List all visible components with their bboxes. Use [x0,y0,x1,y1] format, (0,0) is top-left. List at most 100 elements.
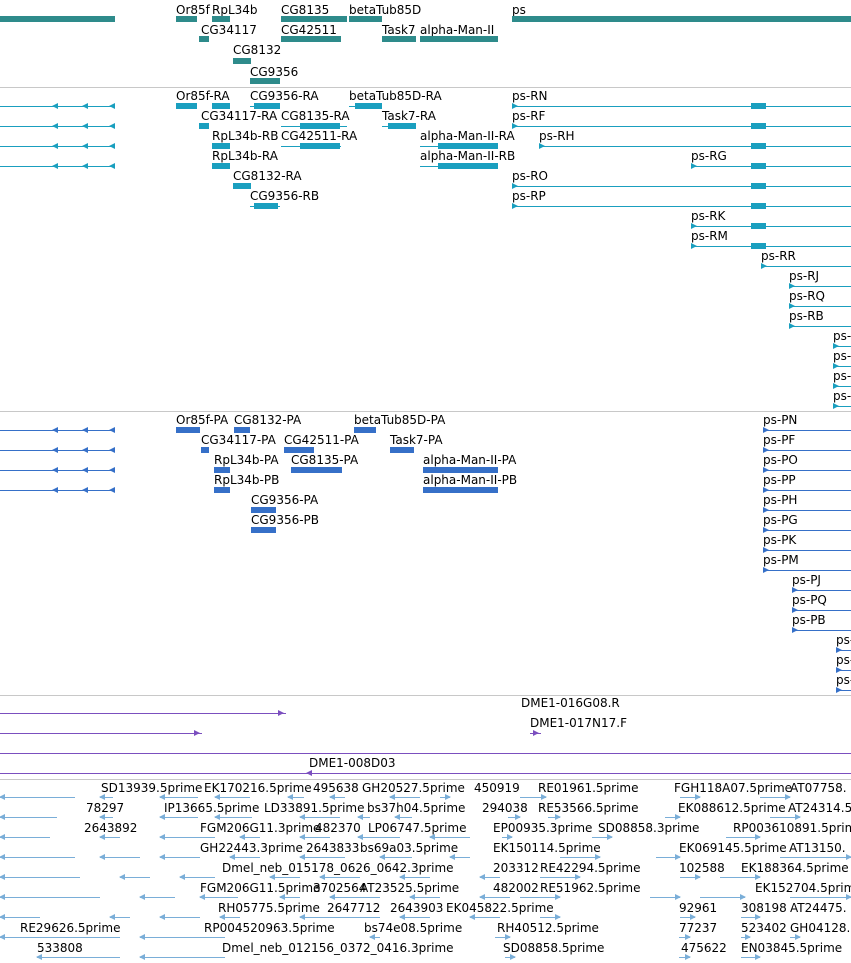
est-line[interactable] [592,837,612,838]
ests-label[interactable]: 482002 [493,881,539,895]
est-line[interactable] [100,817,113,818]
feature-line[interactable] [789,306,851,307]
est-line[interactable] [540,917,560,918]
est-line[interactable] [230,857,260,858]
ests-label[interactable]: RE42294.5prime [540,861,641,875]
feature-line[interactable] [512,106,851,107]
ests-label[interactable]: FGM206G11.3prime [200,821,321,835]
ests-label[interactable]: 482370 [315,821,361,835]
transcripts-label[interactable]: alpha-Man-II-RB [420,149,516,163]
polypeptides-label[interactable]: CG8135-PA [291,453,359,467]
ests-label[interactable]: 203312 [493,861,539,875]
ests-label[interactable]: AT07758. [790,781,847,795]
feature-line[interactable] [792,590,851,591]
est-line[interactable] [270,877,300,878]
est-line[interactable] [330,897,380,898]
transcripts-label[interactable]: CG8132-RA [233,169,302,183]
est-line[interactable] [288,797,304,798]
gene-block[interactable] [0,16,115,22]
gene-block[interactable] [382,36,416,42]
exon-block[interactable] [751,183,766,189]
est-line[interactable] [390,797,420,798]
est-line[interactable] [508,817,520,818]
ests-label[interactable]: SD08858.5prime [503,941,605,955]
ests-label[interactable]: 475622 [681,941,727,955]
est-line[interactable] [380,857,412,858]
clone-line[interactable] [0,753,851,754]
ests-label[interactable]: GH20527.5prime [362,781,465,795]
ests-label[interactable]: RE51962.5prime [540,881,641,895]
exon-block[interactable] [751,143,766,149]
ests-label[interactable]: 92961 [679,901,718,915]
ests-label[interactable]: 3702564 [313,881,367,895]
est-line[interactable] [480,897,510,898]
feature-line[interactable] [763,530,851,531]
feature-line[interactable] [789,286,851,287]
feature-line[interactable] [761,266,851,267]
ests-label[interactable]: bs69a03.5prime [360,841,459,855]
polypeptides-label[interactable]: CG42511-PA [284,433,359,447]
est-line[interactable] [215,817,252,818]
exon-block[interactable] [751,203,766,209]
polypeptides-label[interactable]: RpL34b-PA [214,453,279,467]
feature-line[interactable] [763,510,851,511]
est-line[interactable] [656,857,680,858]
est-line[interactable] [410,897,440,898]
transcripts-label[interactable]: ps-RO [512,169,548,183]
polypeptides-label[interactable]: CG9356-PA [251,493,319,507]
feature-line[interactable] [691,226,851,227]
est-line[interactable] [370,937,380,938]
feature-line[interactable] [833,346,851,347]
polypeptides-label[interactable]: RpL34b-PB [214,473,280,487]
ests-label[interactable]: 495638 [313,781,359,795]
feature-line[interactable] [512,126,851,127]
est-line[interactable] [160,797,198,798]
transcripts-label[interactable]: RpL34b-RB [212,129,279,143]
feature-line[interactable] [512,186,851,187]
est-line[interactable] [358,817,370,818]
transcripts-label[interactable]: ps-RG [691,149,727,163]
est-line[interactable] [140,897,175,898]
est-line[interactable] [726,837,760,838]
est-line[interactable] [110,917,130,918]
clones-label[interactable]: DME1-017N17.F [530,716,628,730]
est-line[interactable] [100,797,113,798]
ests-label[interactable]: LP06747.5prime [368,821,467,835]
transcripts-label[interactable]: CG9356-RA [250,89,319,103]
polypeptide-block[interactable] [251,527,276,533]
ests-label[interactable]: 2647712 [327,901,381,915]
est-line[interactable] [780,857,851,858]
polypeptide-block[interactable] [234,427,250,433]
polypeptides-label[interactable]: ps-PF [763,433,796,447]
ests-label[interactable]: 450919 [474,781,520,795]
est-line[interactable] [140,957,225,958]
est-line[interactable] [741,957,760,958]
est-line[interactable] [400,917,430,918]
est-line[interactable] [300,837,330,838]
feature-line[interactable] [833,386,851,387]
est-line[interactable] [520,797,546,798]
genes-label[interactable]: alpha-Man-II [420,23,495,37]
gene-block[interactable] [199,36,209,42]
genes-label[interactable]: ps [512,3,526,17]
est-line[interactable] [430,837,470,838]
exon-block[interactable] [176,103,197,109]
est-line[interactable] [160,837,215,838]
est-line[interactable] [0,817,57,818]
ests-label[interactable]: GH22443.3prime [200,841,303,855]
est-line[interactable] [548,817,560,818]
exon-block[interactable] [300,143,340,149]
ests-label[interactable]: RP003610891.5prime [733,821,851,835]
polypeptides-label[interactable]: betaTub85D-PA [354,413,446,427]
est-line[interactable] [140,937,225,938]
polypeptides-label[interactable]: alpha-Man-II-PA [423,453,517,467]
transcripts-label[interactable]: ps-RH [539,129,575,143]
est-line[interactable] [560,857,600,858]
ests-label[interactable]: 294038 [482,801,528,815]
ests-label[interactable]: bs74e08.5prime [364,921,463,935]
ests-label[interactable]: 102588 [679,861,725,875]
transcripts-label[interactable]: Or85f-RA [176,89,230,103]
feature-line[interactable] [512,206,851,207]
exon-block[interactable] [254,203,278,209]
polypeptide-block[interactable] [390,447,414,453]
